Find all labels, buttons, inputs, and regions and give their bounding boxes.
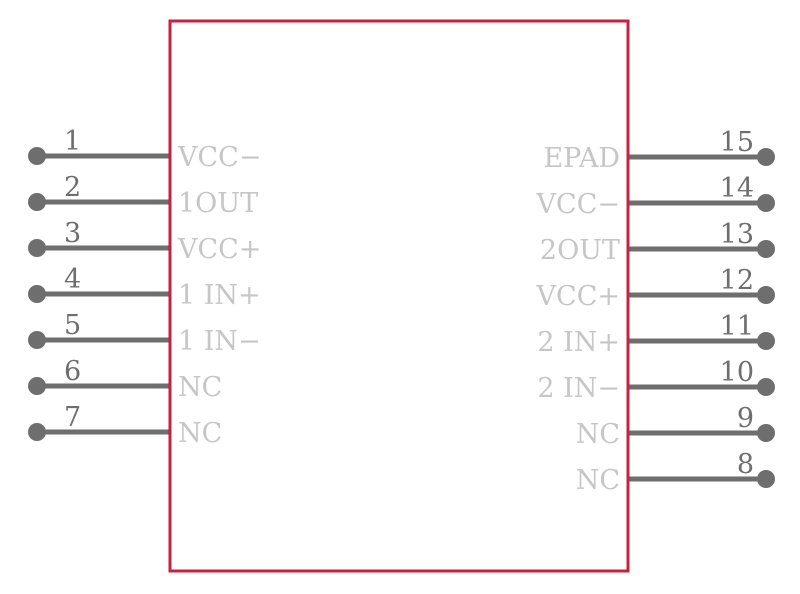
- pin-number-6: 6: [64, 356, 81, 387]
- pin-connection-dot-4[interactable]: [28, 285, 46, 303]
- component-body-outline: [168, 19, 630, 573]
- pin-connection-dot-7[interactable]: [28, 423, 46, 441]
- pin-connection-dot-13[interactable]: [757, 240, 775, 258]
- pin-connection-dot-5[interactable]: [28, 331, 46, 349]
- pin-number-1: 1: [64, 126, 81, 157]
- pin-label-7: NC: [178, 418, 222, 449]
- right-pin-label-group: EPAD VCC− 2OUT VCC+ 2 IN+ 2 IN− NC NC: [536, 143, 620, 496]
- pin-label-11: 2 IN+: [537, 327, 620, 358]
- pin-connection-dot-12[interactable]: [757, 286, 775, 304]
- pin-label-1: VCC−: [177, 142, 261, 173]
- pin-connection-dot-15[interactable]: [757, 148, 775, 166]
- pin-label-12: VCC+: [536, 281, 620, 312]
- pin-connection-dot-8[interactable]: [757, 470, 775, 488]
- pin-label-10: 2 IN−: [537, 373, 620, 404]
- pin-connection-dot-6[interactable]: [28, 377, 46, 395]
- pin-number-8: 8: [737, 449, 754, 480]
- pin-number-7: 7: [64, 402, 81, 433]
- pin-connection-dot-1[interactable]: [28, 147, 46, 165]
- pin-label-13: 2OUT: [540, 235, 620, 266]
- pin-connection-dot-14[interactable]: [757, 194, 775, 212]
- pin-label-9: NC: [576, 419, 620, 450]
- pin-number-10: 10: [720, 357, 754, 388]
- pin-number-12: 12: [720, 265, 754, 296]
- pin-number-9: 9: [737, 403, 754, 434]
- pin-connection-dot-3[interactable]: [28, 239, 46, 257]
- pin-number-11: 11: [720, 311, 754, 342]
- pin-number-15: 15: [720, 127, 754, 158]
- pin-label-8: NC: [576, 465, 620, 496]
- pin-label-6: NC: [178, 372, 222, 403]
- right-pin-group: [628, 148, 775, 488]
- pin-label-4: 1 IN+: [178, 280, 261, 311]
- pin-label-3: VCC+: [177, 234, 261, 265]
- pin-number-5: 5: [64, 310, 81, 341]
- left-pin-group: [28, 147, 170, 441]
- pin-number-3: 3: [64, 218, 81, 249]
- left-pin-number-group: 1 2 3 4 5 6 7: [64, 126, 81, 433]
- left-pin-label-group: VCC− 1OUT VCC+ 1 IN+ 1 IN− NC NC: [177, 142, 261, 449]
- pin-number-4: 4: [64, 264, 81, 295]
- pin-label-14: VCC−: [536, 189, 620, 220]
- pin-label-5: 1 IN−: [178, 326, 261, 357]
- right-pin-number-group: 15 14 13 12 11 10 9 8: [720, 127, 754, 480]
- pin-label-15: EPAD: [543, 143, 620, 174]
- pin-number-2: 2: [64, 172, 81, 203]
- pin-connection-dot-2[interactable]: [28, 193, 46, 211]
- pin-number-14: 14: [720, 173, 754, 204]
- pin-connection-dot-10[interactable]: [757, 378, 775, 396]
- pin-connection-dot-11[interactable]: [757, 332, 775, 350]
- pin-number-13: 13: [720, 219, 754, 250]
- pin-connection-dot-9[interactable]: [757, 424, 775, 442]
- pin-label-2: 1OUT: [178, 188, 258, 219]
